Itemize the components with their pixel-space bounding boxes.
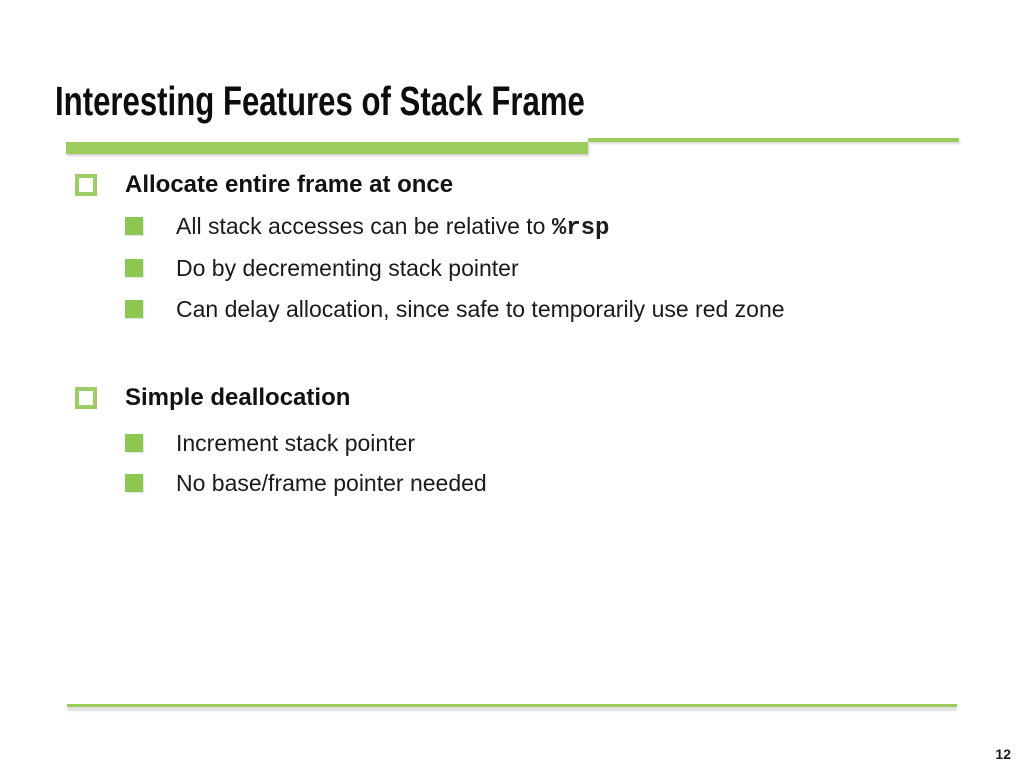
page-title: Interesting Features of Stack Frame — [55, 78, 585, 124]
page-number: 12 — [995, 746, 1011, 762]
bullet-text: No base/frame pointer needed — [176, 470, 487, 496]
bullet-item: All stack accesses can be relative to %r… — [125, 212, 609, 243]
inline-code: %rsp — [551, 215, 610, 242]
bullet-item: No base/frame pointer needed — [125, 469, 487, 497]
section-heading: Simple deallocation — [125, 384, 351, 411]
bullet-text: All stack accesses can be relative to %r… — [176, 212, 609, 243]
bullet-item: Do by decrementing stack pointer — [125, 254, 519, 282]
bullet-text: Increment stack pointer — [176, 430, 416, 456]
title-underline-thin — [588, 138, 959, 142]
solid-square-bullet-icon — [125, 474, 143, 492]
footer-rule — [67, 704, 957, 707]
section-heading-row: Allocate entire frame at once — [75, 170, 453, 200]
solid-square-bullet-icon — [125, 434, 143, 452]
section-heading: Allocate entire frame at once — [125, 171, 454, 198]
hollow-square-bullet-icon — [75, 387, 97, 409]
solid-square-bullet-icon — [125, 300, 143, 318]
bullet-text: Do by decrementing stack pointer — [176, 255, 519, 281]
solid-square-bullet-icon — [125, 259, 143, 277]
bullet-text: Can delay allocation, since safe to temp… — [176, 296, 785, 322]
title-underline-thick — [66, 142, 588, 154]
hollow-square-bullet-icon — [75, 174, 97, 196]
bullet-item: Increment stack pointer — [125, 429, 415, 457]
solid-square-bullet-icon — [125, 217, 143, 235]
bullet-item: Can delay allocation, since safe to temp… — [125, 295, 785, 323]
bullet-text-plain: All stack accesses can be relative to — [176, 213, 552, 239]
section-heading-row: Simple deallocation — [75, 383, 350, 413]
